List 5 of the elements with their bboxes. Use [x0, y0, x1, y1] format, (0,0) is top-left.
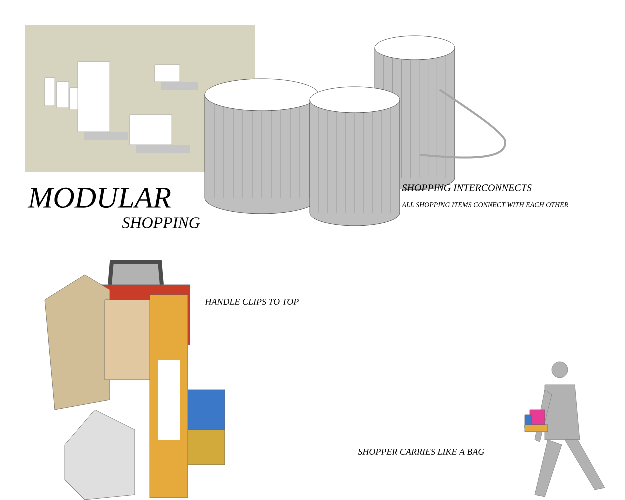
note: SHOPPER CARRIES LIKE A BAG [358, 448, 484, 456]
heading: SHOPPING INTERCONNECTS [402, 184, 532, 192]
title: MODULAR [28, 188, 172, 208]
note: HANDLE CLIPS TO TOP [205, 298, 299, 306]
subtitle: SHOPPING [122, 218, 200, 228]
